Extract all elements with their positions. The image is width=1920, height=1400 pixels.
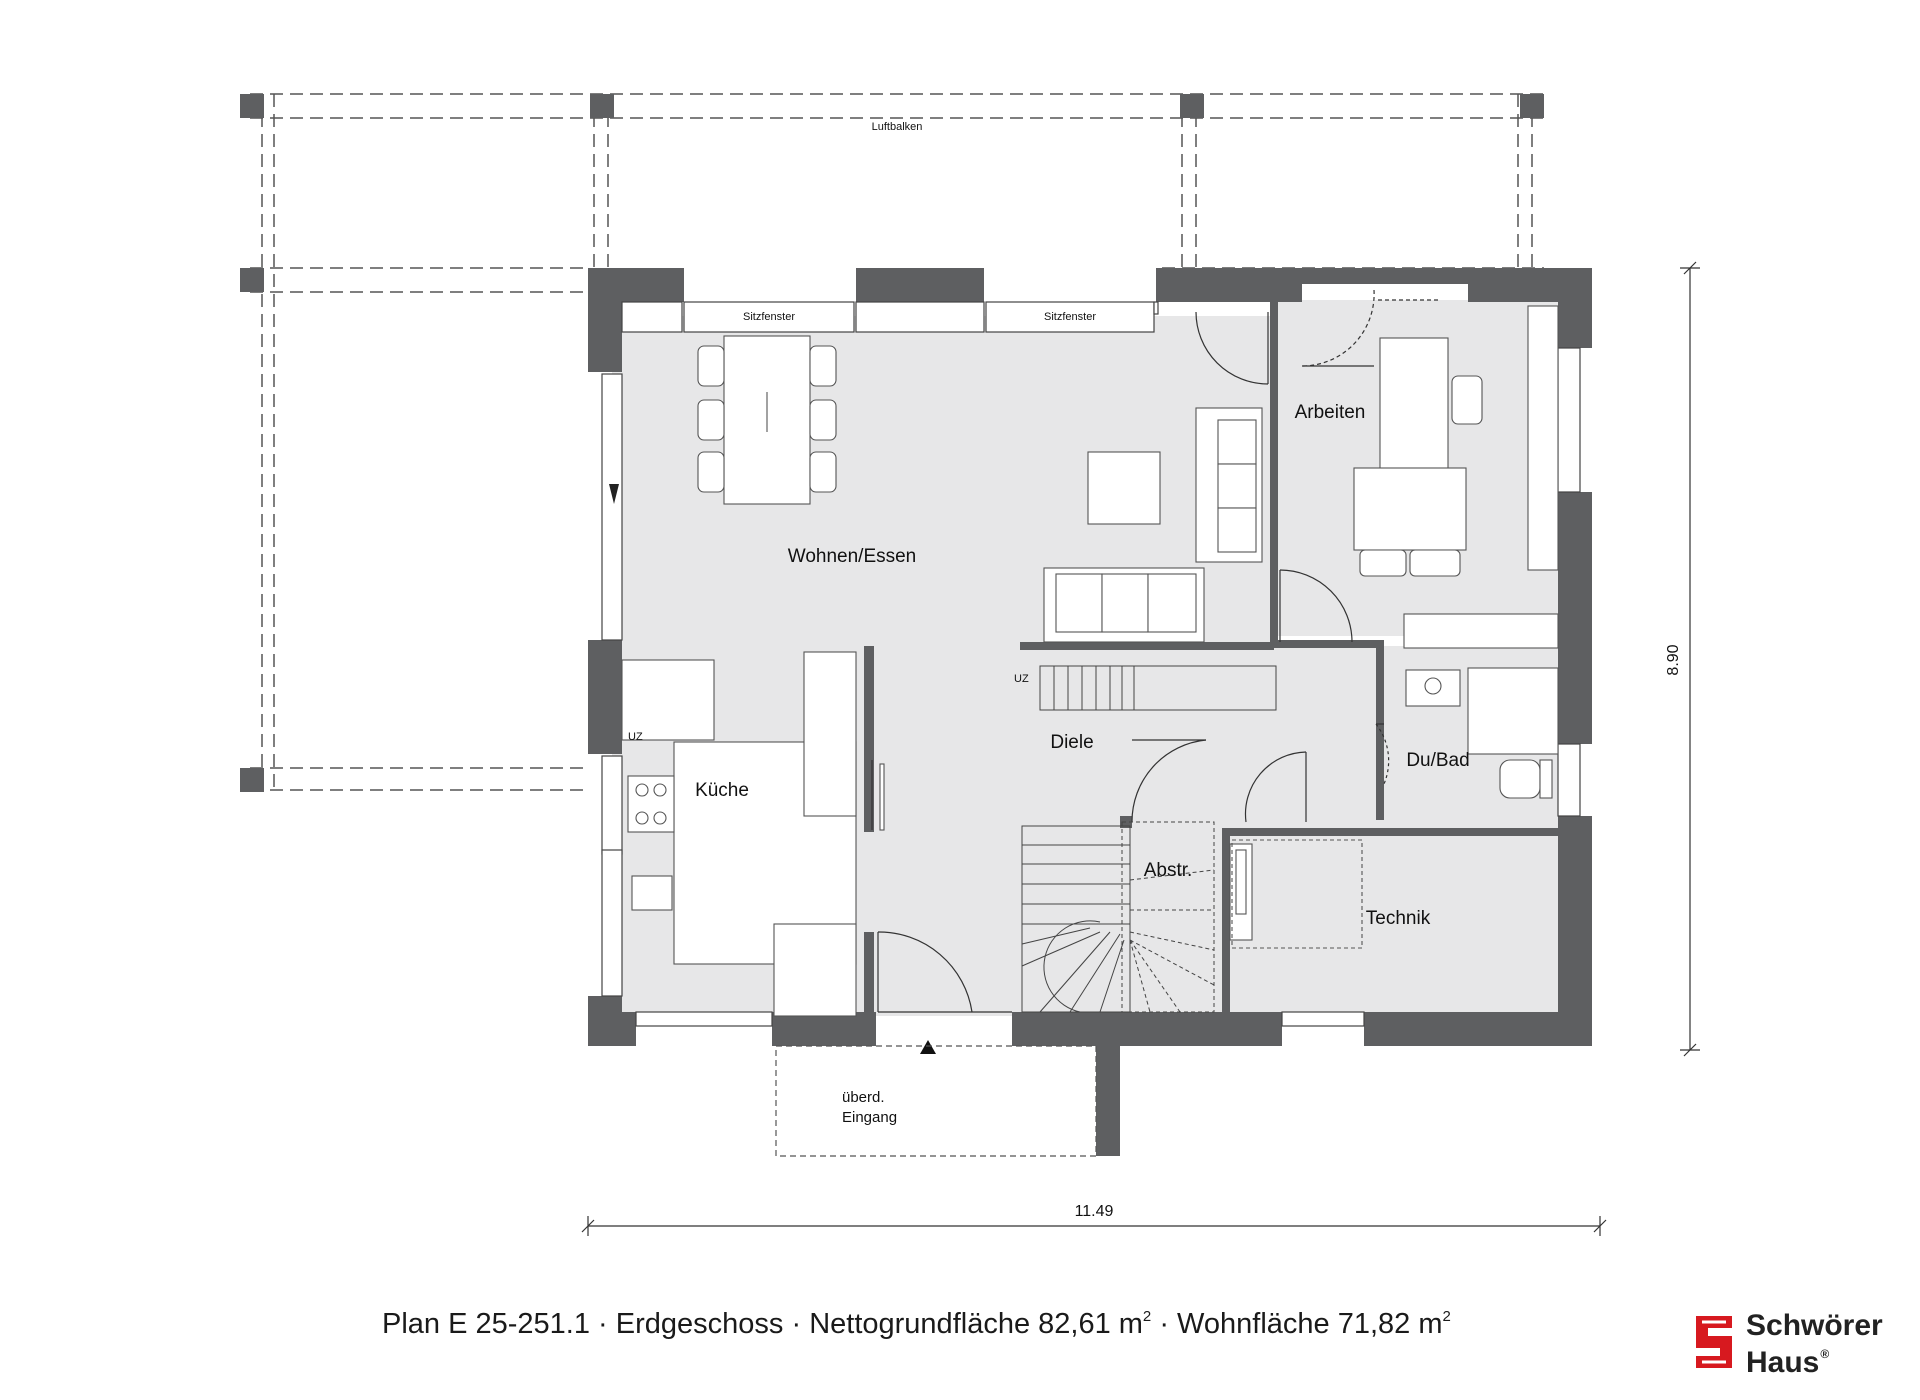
fridge-unit: [773, 923, 857, 1017]
dimension-width: 11.49: [1075, 1203, 1114, 1220]
kitchen-island: [803, 651, 857, 817]
shower: [1467, 667, 1559, 755]
plan-caption: Plan E 25-251.1 · Erdgeschoss · Nettogru…: [382, 1308, 1451, 1341]
office-table: [1353, 467, 1467, 551]
room-diele: Diele: [1050, 732, 1093, 753]
doors: [871, 289, 1440, 1013]
room-wohnen-essen: Wohnen/Essen: [788, 546, 917, 567]
room-kueche: Küche: [695, 780, 749, 801]
windows: [601, 301, 1581, 1027]
technik-area: [1231, 839, 1363, 949]
shelf: [1527, 305, 1559, 571]
stove: [627, 775, 675, 833]
entrance-canopy: [775, 1045, 1097, 1157]
plan-number: Plan E 25-251.1: [382, 1308, 590, 1340]
pergola: [250, 93, 1544, 791]
eingang-label-1: überd.: [842, 1089, 885, 1106]
sliding-door-arrow: [609, 484, 619, 504]
schwoerer-haus-logo: Schwörer Haus®: [1690, 1309, 1910, 1379]
room-arbeiten: Arbeiten: [1295, 402, 1366, 423]
entrance-arrow: [920, 1040, 936, 1054]
dimension-lines: [581, 261, 1700, 1236]
caption-separator: ·: [589, 1308, 616, 1340]
sink: [631, 875, 673, 911]
living-area: Wohnfläche 71,82 m: [1177, 1308, 1443, 1340]
sitzfenster-label-2: Sitzfenster: [1044, 311, 1096, 323]
stairs: [1021, 665, 1277, 1013]
room-technik: Technik: [1366, 908, 1431, 929]
furniture: [621, 305, 1559, 1017]
kitchen-counter: [621, 659, 715, 741]
net-area: Nettogrundfläche 82,61 m: [809, 1308, 1143, 1340]
dimension-depth: 8.90: [1665, 644, 1682, 675]
exterior-walls: [588, 268, 1592, 1156]
caption-separator: ·: [783, 1308, 810, 1340]
sideboard: [1403, 613, 1559, 649]
floor-name: Erdgeschoss: [615, 1308, 784, 1340]
luftbalken-label: Luftbalken: [872, 121, 923, 133]
room-du-bad: Du/Bad: [1406, 750, 1469, 771]
toilet: [1499, 759, 1541, 799]
sitzfenster-label-1: Sitzfenster: [743, 311, 795, 323]
logo-line-1: Schwörer: [1746, 1309, 1883, 1342]
pergola-posts: [240, 94, 1544, 792]
room-abstr: Abstr.: [1144, 860, 1193, 881]
caption-separator: ·: [1151, 1308, 1178, 1340]
uz-label-diele: UZ: [1014, 673, 1029, 685]
unit-exponent: 2: [1442, 1308, 1451, 1325]
coffee-table: [1087, 451, 1161, 525]
unit-exponent: 2: [1142, 1308, 1152, 1325]
eingang-label-2: Eingang: [842, 1109, 897, 1126]
logo-mark-icon: [1696, 1316, 1732, 1368]
uz-label-kueche: UZ: [628, 731, 643, 743]
logo-line-2: Haus: [1746, 1346, 1820, 1379]
desk: [1379, 337, 1449, 473]
registered-mark: ®: [1820, 1347, 1830, 1361]
